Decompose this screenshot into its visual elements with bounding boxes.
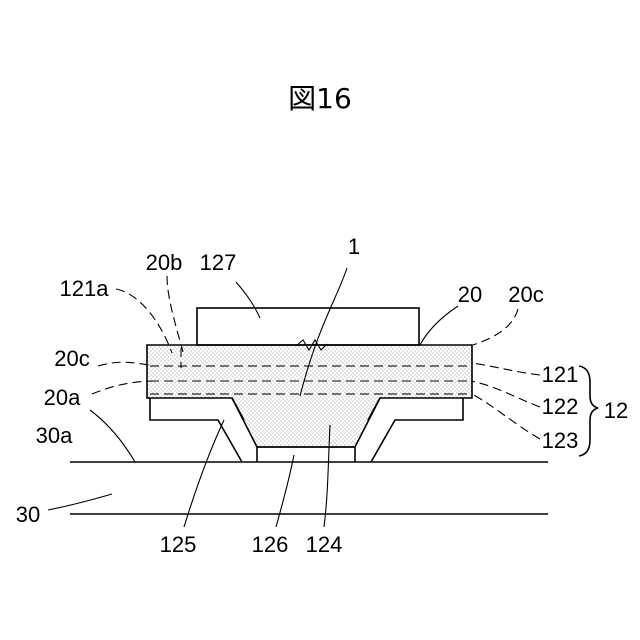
label-123: 123 <box>542 428 579 453</box>
label-12: 12 <box>604 398 628 423</box>
resin-layer-20 <box>147 345 472 447</box>
brace-12 <box>579 366 598 456</box>
label-20c-left: 20c <box>54 346 89 371</box>
label-20a: 20a <box>44 385 81 410</box>
label-20: 20 <box>458 282 482 307</box>
label-126: 126 <box>252 532 289 557</box>
label-121: 121 <box>542 362 579 387</box>
label-127: 127 <box>200 250 237 275</box>
label-30: 30 <box>16 502 40 527</box>
label-1: 1 <box>348 234 360 259</box>
label-121a: 121a <box>60 276 110 301</box>
component-127 <box>197 308 419 345</box>
label-125: 125 <box>160 532 197 557</box>
label-122: 122 <box>542 394 579 419</box>
label-30a: 30a <box>36 423 73 448</box>
label-20c-right: 20c <box>508 282 543 307</box>
substrate-30 <box>70 462 548 514</box>
label-20b: 20b <box>146 250 183 275</box>
label-124: 124 <box>306 532 343 557</box>
figure-title: 図16 <box>288 82 352 115</box>
